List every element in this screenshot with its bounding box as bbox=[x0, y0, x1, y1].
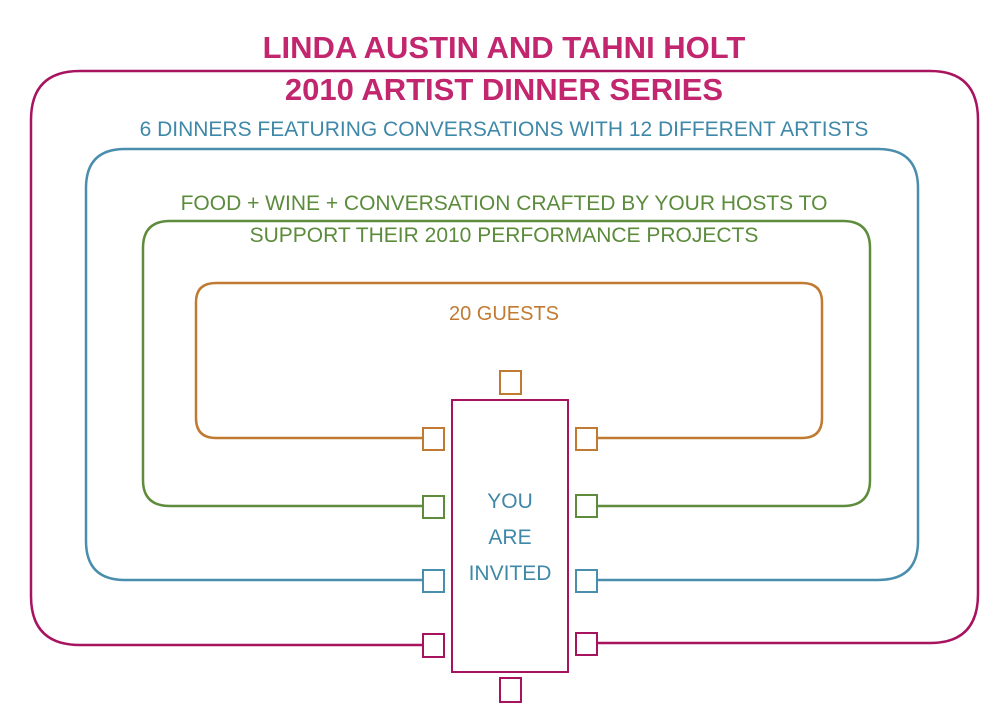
invite-line-1: YOU bbox=[487, 490, 533, 513]
food-text-line-2: SUPPORT THEIR 2010 PERFORMANCE PROJECTS bbox=[249, 224, 759, 247]
invite-line-3: INVITED bbox=[468, 562, 552, 585]
seat-magenta-right bbox=[575, 632, 598, 656]
seat-green-left bbox=[422, 495, 445, 519]
magenta-loop bbox=[29, 69, 980, 647]
seat-green-right bbox=[575, 494, 598, 518]
food-text-line-1: FOOD + WINE + CONVERSATION CRAFTED BY YO… bbox=[180, 192, 828, 215]
seat-orange-left bbox=[422, 427, 445, 451]
title-line-1: LINDA AUSTIN AND TAHNI HOLT bbox=[262, 30, 746, 65]
seat-magenta-left bbox=[422, 633, 445, 658]
seat-orange-right bbox=[575, 427, 598, 451]
blue-loop bbox=[84, 147, 920, 582]
seat-top bbox=[499, 370, 522, 395]
title-line-2: 2010 ARTIST DINNER SERIES bbox=[284, 72, 724, 107]
dinners-text: 6 DINNERS FEATURING CONVERSATIONS WITH 1… bbox=[139, 118, 869, 141]
seat-blue-right bbox=[575, 569, 598, 593]
seat-bottom bbox=[499, 677, 522, 703]
guests-text: 20 GUESTS bbox=[448, 303, 560, 325]
orange-loop bbox=[194, 281, 824, 440]
invite-line-2: ARE bbox=[488, 526, 532, 549]
seat-blue-left bbox=[422, 569, 445, 593]
table bbox=[451, 399, 569, 673]
green-loop bbox=[141, 219, 872, 508]
